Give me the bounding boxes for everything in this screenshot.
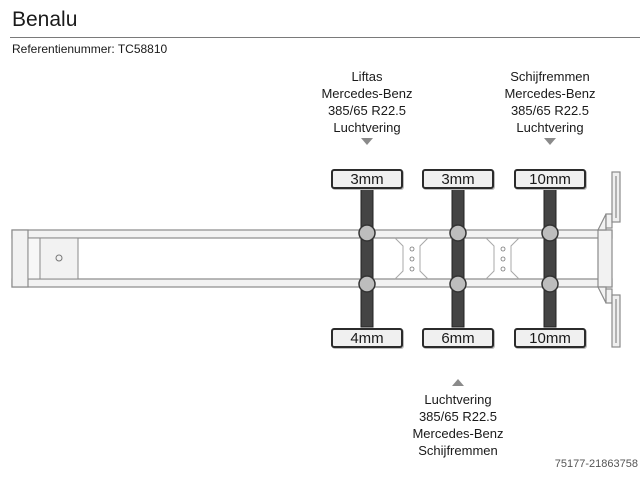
chassis-rail-top (11, 229, 613, 239)
axle-1-bottom-tread: 4mm (331, 328, 403, 348)
axle-1 (358, 188, 376, 328)
rear-bumper (597, 213, 613, 304)
kingpin-icon (55, 254, 63, 262)
front-plate (27, 237, 41, 280)
axle-1-suspension: Luchtvering (333, 120, 401, 135)
axle-2-bottom-tread: 6mm (422, 328, 494, 348)
axle-1-brand: Mercedes-Benz (321, 86, 413, 101)
axle-3 (541, 188, 559, 328)
front-bumper (11, 229, 29, 288)
axle-2-brakes: Schijfremmen (418, 443, 498, 458)
rear-lights (611, 171, 621, 348)
listing-id: 75177-21863758 (554, 458, 638, 470)
axle-2 (449, 188, 467, 328)
reference-number: Referentienummer: TC58810 (12, 42, 168, 56)
axle-1-down-arrow-icon (361, 138, 373, 145)
axle-1-tyre-size: 385/65 R22.5 (327, 103, 407, 118)
axle-1-label: Liftas Mercedes-Benz 385/65 R22.5 Luchtv… (297, 68, 437, 136)
axle-3-brand: Mercedes-Benz (504, 86, 596, 101)
axle-3-suspension: Luchtvering (516, 120, 584, 135)
chassis-rail-bottom (11, 278, 613, 288)
axle-2-suspension: Luchtvering (424, 392, 492, 407)
axle-2-top-tread: 3mm (422, 169, 494, 189)
axle-2-up-arrow-icon (452, 379, 464, 386)
axle-1-type: Liftas (351, 69, 383, 84)
axle-3-bottom-tread: 10mm (514, 328, 586, 348)
header-divider (10, 37, 640, 38)
axle-2-brand: Mercedes-Benz (412, 426, 504, 441)
kingpin-plate (39, 237, 79, 280)
axle-3-brakes: Schijfremmen (510, 69, 590, 84)
axle-3-down-arrow-icon (544, 138, 556, 145)
axle-2-tyre-size: 385/65 R22.5 (418, 409, 498, 424)
axle-3-top-tread: 10mm (514, 169, 586, 189)
axle-3-tyre-size: 385/65 R22.5 (510, 103, 590, 118)
axle-3-label: Schijfremmen Mercedes-Benz 385/65 R22.5 … (480, 68, 620, 136)
axle-bracing (394, 237, 520, 280)
axle-1-top-tread: 3mm (331, 169, 403, 189)
bracket-bolts (409, 246, 506, 272)
axle-2-label: Luchtvering 385/65 R22.5 Mercedes-Benz S… (388, 391, 528, 459)
page-title: Benalu (12, 8, 78, 31)
